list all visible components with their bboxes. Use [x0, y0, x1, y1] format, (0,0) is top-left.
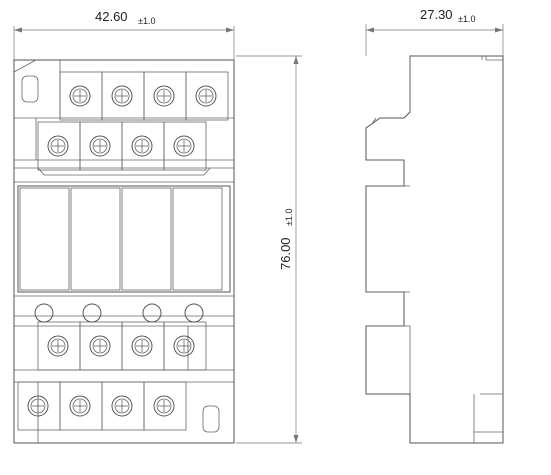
- terminal-cell: [185, 71, 229, 121]
- screw-terminal-icon: [89, 335, 111, 357]
- led-indicator-icon: [142, 303, 162, 323]
- screw-terminal-icon: [111, 395, 133, 417]
- width-dimension: 42.60 ±1.0: [13, 9, 235, 60]
- screw-terminal-icon: [89, 135, 111, 157]
- screw-terminal-icon: [27, 395, 49, 417]
- screw-terminal-icon: [153, 85, 175, 107]
- depth-tolerance: ±1.0: [458, 14, 475, 24]
- screw-terminal-icon: [131, 335, 153, 357]
- terminal-cell: [143, 381, 187, 431]
- mounting-slot-bottom: [202, 405, 220, 433]
- height-value: 76.00: [278, 237, 293, 270]
- screw-terminal-icon: [47, 135, 69, 157]
- screw-terminal-icon: [173, 135, 195, 157]
- height-tolerance: ±1.0: [284, 209, 294, 226]
- screw-terminal-icon: [153, 395, 175, 417]
- height-dimension: 76.00 ±1.0: [236, 55, 302, 444]
- depth-dimension: 27.30 ±1.0: [365, 7, 504, 56]
- depth-value: 27.30: [420, 7, 453, 22]
- front-view: [13, 59, 235, 444]
- led-indicator-icon: [82, 303, 102, 323]
- relay-compartment: [70, 187, 121, 291]
- screw-terminal-icon: [69, 85, 91, 107]
- screw-terminal-icon: [195, 85, 217, 107]
- width-tolerance: ±1.0: [138, 16, 155, 26]
- led-indicator-icon: [184, 303, 204, 323]
- led-indicator-icon: [34, 303, 54, 323]
- relay-compartment: [19, 187, 70, 291]
- relay-compartment: [121, 187, 172, 291]
- relay-compartment: [172, 187, 223, 291]
- terminal-cell: [163, 321, 207, 371]
- terminal-cell: [163, 121, 207, 171]
- relay-area: [17, 185, 231, 293]
- screw-terminal-icon: [69, 395, 91, 417]
- width-value: 42.60: [95, 9, 128, 24]
- screw-terminal-icon: [111, 85, 133, 107]
- mounting-slot-top: [21, 75, 39, 103]
- side-view: [365, 55, 504, 444]
- screw-terminal-icon: [47, 335, 69, 357]
- screw-terminal-icon: [131, 135, 153, 157]
- screw-terminal-icon: [173, 335, 195, 357]
